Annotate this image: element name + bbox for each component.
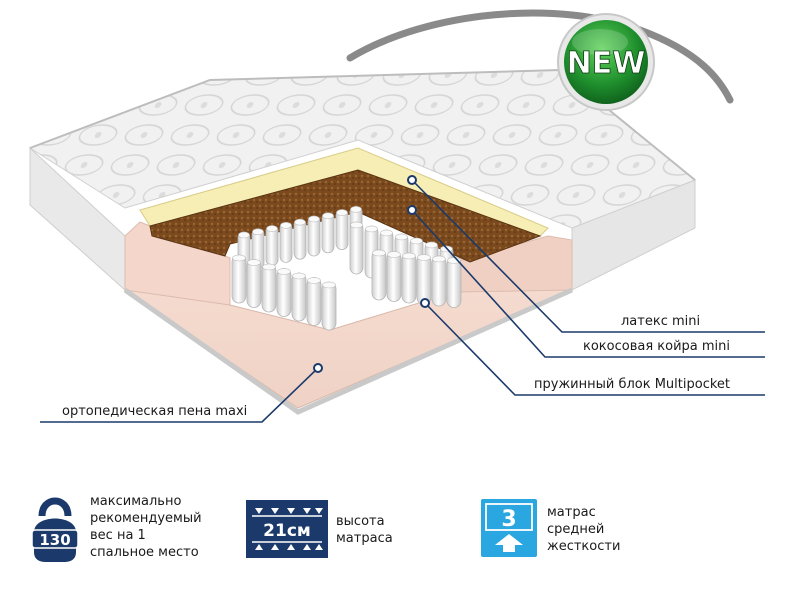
spring-pocket xyxy=(251,228,265,270)
callout-dots xyxy=(313,175,430,373)
spring-pocket xyxy=(349,221,364,275)
weight-value: 130 xyxy=(39,531,70,549)
spring-pocket xyxy=(276,268,292,317)
foam-wall-left xyxy=(124,221,231,306)
height-value: 21см xyxy=(263,521,311,541)
spring-pocket xyxy=(246,259,262,308)
spring-pocket xyxy=(261,263,277,313)
spring-pocket xyxy=(293,218,307,260)
callout-lines xyxy=(40,179,765,423)
spring-pocket xyxy=(265,225,279,267)
spring-pocket xyxy=(307,215,321,257)
spring-pocket xyxy=(321,281,337,331)
spring-pocket xyxy=(431,255,447,307)
spring-pocket xyxy=(446,257,462,308)
spring-pocket xyxy=(231,254,247,304)
layer-label-springs: пружинный блок Multipocket xyxy=(534,377,731,392)
new-badge-label: NEW xyxy=(567,46,646,81)
layer-label-latex: латекс mini xyxy=(621,314,701,329)
spring-pocket xyxy=(279,221,293,263)
weight-line-1: максимально xyxy=(90,494,182,509)
spring-pocket xyxy=(335,209,349,251)
spring-pocket xyxy=(321,212,335,254)
firmness-line-2: средней xyxy=(547,522,605,537)
spring-block xyxy=(231,205,462,331)
kettlebell-icon: 130 xyxy=(28,492,82,564)
height-description: высота матраса xyxy=(336,513,393,547)
firmness-line-3: жесткости xyxy=(547,539,621,554)
new-badge: NEW xyxy=(557,13,655,111)
layer-label-foam: ортопедическая пена maxi xyxy=(62,404,248,419)
weight-description: максимально рекомендуемый вес на 1 спаль… xyxy=(90,493,202,561)
spring-pocket xyxy=(306,277,322,326)
firmness-icon: 3 xyxy=(481,499,537,557)
weight-line-2: рекомендуемый xyxy=(90,511,202,526)
layer-label-coir: кокосовая койра mini xyxy=(583,339,731,354)
bottom-piping xyxy=(123,287,574,415)
height-line-1: высота xyxy=(336,514,385,529)
weight-line-4: спальное место xyxy=(90,545,199,560)
weight-line-3: вес на 1 xyxy=(90,528,146,543)
firmness-description: матрас средней жесткости xyxy=(547,504,620,555)
spring-pocket xyxy=(371,249,387,301)
mattress-piping xyxy=(29,68,696,181)
spring-pocket xyxy=(386,251,402,302)
height-arrows-icon: 21см xyxy=(246,500,328,558)
spring-pocket xyxy=(291,272,307,322)
spring-pocket xyxy=(416,254,432,305)
firmness-line-1: матрас xyxy=(547,505,596,520)
height-line-2: матраса xyxy=(336,531,393,546)
spring-pocket xyxy=(401,252,417,304)
firmness-value: 3 xyxy=(501,507,516,532)
